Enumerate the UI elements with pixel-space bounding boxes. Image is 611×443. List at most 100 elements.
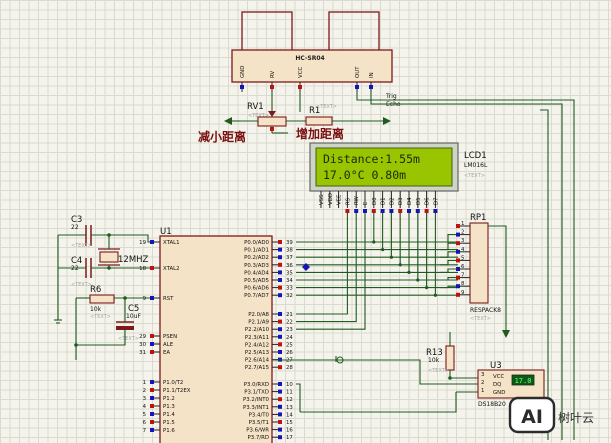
pin-state-marker bbox=[278, 412, 282, 417]
pin-state-marker bbox=[278, 247, 282, 252]
u1-pin-name: P3.2/INT0 bbox=[243, 397, 270, 403]
u1-pin-number: 29 bbox=[139, 334, 146, 340]
u1-pin-name: ALE bbox=[163, 342, 174, 348]
u1-pin-name: P2.7/A15 bbox=[245, 365, 269, 371]
pin-state-marker bbox=[278, 262, 282, 267]
pin-state-marker bbox=[270, 85, 274, 89]
u1-pin-number: 17 bbox=[286, 435, 293, 441]
lcd-pin-label: RW bbox=[354, 195, 360, 205]
c4-capacitor[interactable]: C4 22 <TEXT> bbox=[71, 256, 92, 288]
c3-capacitor[interactable]: C3 22 <TEXT> bbox=[71, 215, 92, 249]
pin-state-marker bbox=[407, 209, 411, 213]
u1-pin-number: 22 bbox=[286, 320, 293, 326]
ultrasonic-sensor[interactable]: HC-SR04 GND RV VCC OUT IN Trig Echo bbox=[231, 11, 401, 108]
u1-pin-name: P3.7/RD bbox=[247, 435, 269, 441]
u3-temperature-sensor[interactable]: U3 VCC DQ GND 3 2 1 17.0 DS18B20 bbox=[477, 361, 545, 408]
pin-state-marker bbox=[278, 365, 282, 370]
u1-pin-number: 32 bbox=[286, 293, 293, 299]
trig-label: Trig bbox=[385, 93, 397, 100]
u1-pin-name: P1.5 bbox=[163, 420, 175, 426]
rp1-pin-number: 9 bbox=[461, 290, 465, 296]
u1-pin-number: 9 bbox=[143, 296, 147, 302]
u1-pin-number: 37 bbox=[286, 255, 293, 261]
r13-ref: R13 bbox=[426, 348, 443, 358]
right-edge-wire bbox=[540, 109, 549, 440]
u1-pin-name: P0.0/AD0 bbox=[244, 240, 269, 246]
annotation-decrease: 减小距离 bbox=[198, 129, 246, 144]
crystal-oscillator[interactable]: 12MHZ bbox=[98, 248, 149, 266]
probe-marker bbox=[302, 263, 310, 271]
pin-state-marker bbox=[278, 293, 282, 298]
u3-pin-num-3: 3 bbox=[481, 372, 484, 378]
pin-state-marker bbox=[278, 350, 282, 354]
u1-pin-name: PSEN bbox=[163, 334, 177, 340]
u1-pin-name: XTAL2 bbox=[163, 266, 180, 272]
r6-body bbox=[89, 294, 115, 304]
u1-pin-name: P1.3 bbox=[163, 404, 175, 410]
pin-state-marker bbox=[424, 209, 429, 213]
c5-capacitor[interactable]: C5 10uF <TEXT> bbox=[116, 304, 141, 342]
pin-state-marker bbox=[354, 209, 359, 213]
u1-pin-number: 16 bbox=[286, 428, 293, 434]
pin-state-marker bbox=[298, 85, 302, 89]
pin-state-marker bbox=[150, 266, 154, 270]
rp1-pin-number: 3 bbox=[461, 238, 464, 244]
lcd-pin-label: VDD bbox=[328, 193, 334, 205]
pin-state-marker bbox=[363, 209, 367, 213]
u1-pin-name: P3.3/INT1 bbox=[243, 405, 269, 411]
rp1-pin-number: 8 bbox=[461, 281, 465, 287]
u1-pin-number: 31 bbox=[139, 350, 146, 356]
lcd-pin-label: D0 bbox=[372, 197, 378, 205]
pin-state-marker bbox=[278, 270, 282, 275]
u1-pin-name: P2.2/A10 bbox=[245, 327, 270, 333]
lcd-screen bbox=[315, 147, 453, 187]
c4-text: <TEXT> bbox=[71, 282, 92, 288]
u1-pin-number: 28 bbox=[286, 365, 293, 371]
ultrasonic-pin-in: IN bbox=[369, 72, 375, 78]
pin-state-marker bbox=[270, 127, 274, 131]
u3-pin-num-2: 2 bbox=[481, 380, 484, 386]
pin-state-marker bbox=[150, 404, 154, 408]
u1-pin-name: P2.6/A14 bbox=[245, 358, 270, 364]
rp1-pin-number: 1 bbox=[461, 221, 464, 227]
lcd-pin-label: D2 bbox=[389, 197, 395, 205]
u1-body bbox=[159, 235, 273, 443]
r13-resistor[interactable]: R13 10k <TEXT> bbox=[426, 345, 455, 374]
rv1-potentiometer[interactable]: RV1 <TEXT> bbox=[240, 102, 306, 134]
u3-pin-vcc: VCC bbox=[493, 374, 504, 380]
pin-state-marker bbox=[240, 85, 244, 89]
pin-state-marker bbox=[456, 232, 460, 237]
pin-state-marker bbox=[278, 404, 282, 409]
watermark-text: 树叶云 bbox=[558, 410, 594, 425]
u1-pin-number: 14 bbox=[286, 412, 293, 418]
u1-pin-number: 25 bbox=[286, 342, 293, 348]
u1-pin-name: P3.0/RXD bbox=[244, 382, 269, 388]
pin-state-marker bbox=[278, 327, 282, 332]
pin-state-marker bbox=[278, 319, 282, 324]
u1-pin-name: P1.4 bbox=[163, 412, 175, 418]
r1-resistor[interactable]: R1 <TEXT> bbox=[305, 104, 391, 126]
u1-pin-name: P3.4/T0 bbox=[249, 412, 270, 418]
u1-pin-number: 35 bbox=[286, 270, 293, 276]
lcd-pin-label: VSS bbox=[319, 194, 325, 205]
pin-state-marker bbox=[456, 284, 460, 289]
u1-pin-name: P2.1/A9 bbox=[248, 320, 269, 326]
pin-state-marker bbox=[150, 342, 154, 346]
r6-resistor[interactable]: R6 10k <TEXT> bbox=[89, 285, 115, 320]
u1-pin-name: P3.6/WR bbox=[246, 428, 269, 434]
rv1-text: <TEXT> bbox=[248, 113, 269, 119]
lcd-model: LM016L bbox=[464, 162, 488, 169]
lcd-display[interactable]: Distance:1.55m 17.0°C 0.80m LCD1 LM016L … bbox=[309, 142, 488, 213]
ground-arrow-icon bbox=[224, 117, 232, 125]
pin-state-marker bbox=[150, 296, 154, 300]
u1-pin-number: 3 bbox=[143, 396, 146, 402]
pin-state-marker bbox=[380, 209, 385, 213]
u1-pin-number: 6 bbox=[143, 420, 147, 426]
pin-state-marker bbox=[278, 240, 282, 244]
pin-state-marker bbox=[278, 255, 282, 260]
ultrasonic-pin-gnd: GND bbox=[240, 66, 246, 78]
ultrasonic-pin-out: OUT bbox=[355, 66, 361, 78]
